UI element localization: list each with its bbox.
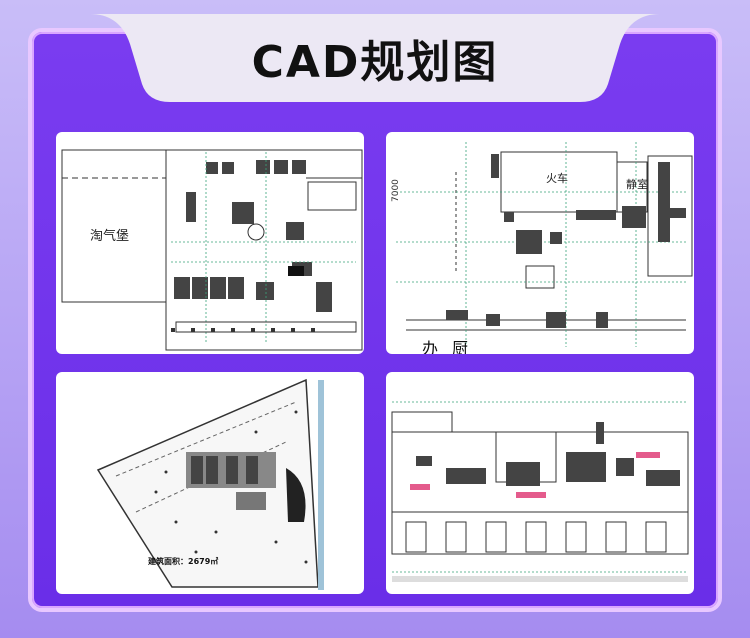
floor-plan-drawing-2: 7000 火车 静室 办 厨	[391, 142, 693, 354]
plan-area-label: 建筑面积：2679㎡	[147, 556, 218, 566]
plan-label-train: 火车	[546, 171, 568, 185]
plan-label-quiet-room: 静室	[626, 177, 648, 191]
floor-plan-drawing-4	[391, 401, 689, 582]
title-tab: CAD规划图	[90, 14, 660, 102]
plan-label-playground: 淘气堡	[90, 228, 129, 244]
plan-label-kitchen: 厨	[452, 339, 468, 354]
dimension-label: 7000	[391, 179, 401, 202]
cad-plan-card-3[interactable]: 建筑面积：2679㎡	[56, 372, 364, 594]
floor-plan-drawing-1: 淘气堡	[61, 149, 363, 351]
floor-plan-drawing-3: 建筑面积：2679㎡	[96, 378, 324, 590]
plan-label-office: 办	[422, 339, 438, 354]
title-tab-shape	[90, 14, 660, 102]
cad-plan-card-2[interactable]: 7000 火车 静室 办 厨	[386, 132, 694, 354]
page-title: CAD规划图	[251, 37, 499, 88]
cad-plan-card-1[interactable]: 淘气堡	[56, 132, 364, 354]
cad-plan-card-4[interactable]	[386, 372, 694, 594]
